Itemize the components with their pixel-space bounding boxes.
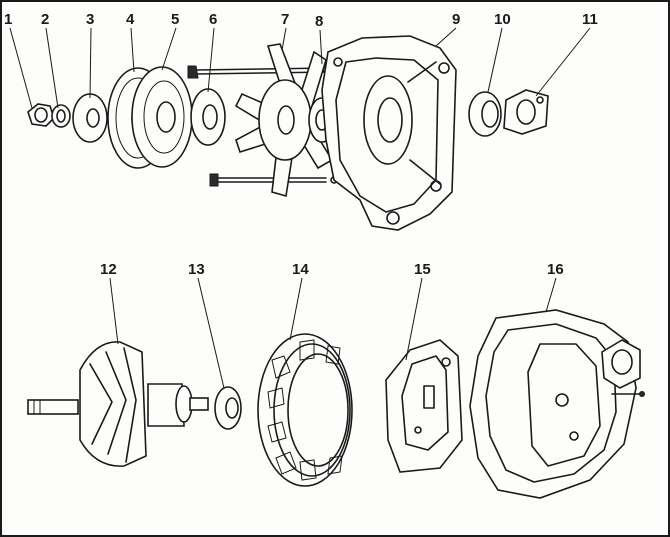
part-3-washer (72, 93, 108, 143)
part-11-retaining-plate (503, 89, 549, 135)
part-6-spacer (190, 88, 226, 146)
label-5: 5 (171, 11, 179, 28)
label-1: 1 (4, 11, 12, 28)
part-14-stator (257, 333, 353, 487)
leader-lines (9, 27, 591, 389)
part-5-pulley-rear (131, 66, 193, 168)
label-12: 12 (100, 261, 117, 278)
label-15: 15 (414, 261, 431, 278)
label-11: 11 (582, 11, 598, 28)
part-16-slip-ring-housing (469, 309, 645, 499)
label-8: 8 (315, 13, 323, 30)
label-13: 13 (188, 261, 205, 278)
label-16: 16 (547, 261, 564, 278)
part-1-nut (27, 103, 55, 127)
label-4: 4 (126, 11, 135, 28)
label-10: 10 (494, 11, 511, 28)
label-9: 9 (452, 11, 460, 28)
label-3: 3 (86, 11, 94, 28)
part-12-rotor (27, 341, 209, 467)
callout-labels: 1 2 3 4 5 6 7 8 9 10 11 12 13 14 15 16 (4, 11, 598, 278)
part-7-fan (234, 43, 339, 198)
part-13-bearing (214, 386, 242, 430)
label-6: 6 (209, 11, 217, 28)
part-15-rectifier-plate (385, 339, 463, 473)
label-2: 2 (41, 11, 49, 28)
part-10-bearing (468, 91, 502, 137)
part-2-spring-washer (51, 104, 71, 128)
label-14: 14 (292, 261, 309, 278)
part-9-drive-end-housing (321, 35, 457, 231)
label-7: 7 (281, 11, 289, 28)
